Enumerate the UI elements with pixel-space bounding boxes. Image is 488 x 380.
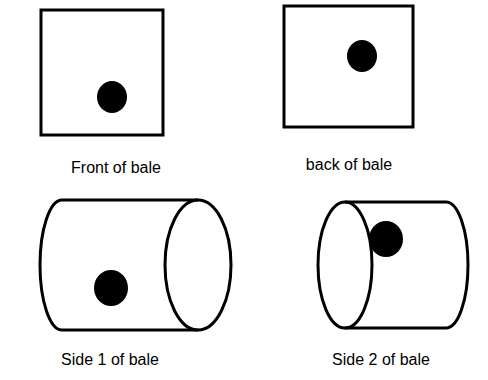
front-rectangle bbox=[41, 10, 163, 135]
view-caption: Front of bale bbox=[71, 158, 161, 177]
back-rectangle bbox=[284, 6, 413, 127]
front-dot bbox=[97, 81, 127, 113]
back-dot bbox=[347, 40, 377, 72]
view-caption: Side 1 of bale bbox=[61, 350, 159, 369]
side1-dot bbox=[94, 270, 128, 306]
view-caption: back of bale bbox=[306, 155, 392, 174]
side2-dot bbox=[369, 221, 403, 257]
side2-cylinder-end bbox=[318, 202, 372, 328]
view-caption: Side 2 of bale bbox=[332, 350, 430, 369]
side1-cylinder-end bbox=[165, 200, 231, 330]
